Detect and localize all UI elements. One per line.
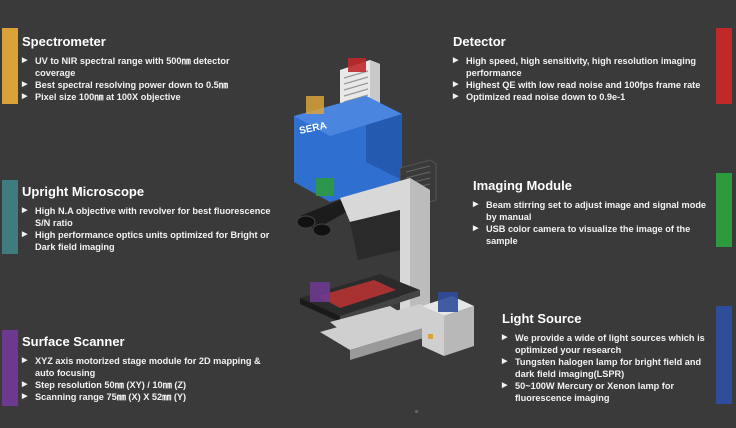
eyepieces — [296, 200, 350, 237]
upright-item: High performance optics units optimized … — [22, 229, 277, 253]
upright-title: Upright Microscope — [22, 184, 145, 199]
scanner-item: Step resolution 50㎚ (XY) / 10㎚ (Z) — [22, 379, 262, 391]
detector-color-bar — [716, 28, 732, 104]
detector-title: Detector — [453, 34, 506, 49]
detector-item: Optimized read noise down to 0.9e-1 — [453, 91, 711, 103]
upright-section: Upright Microscope High N.A objective wi… — [22, 184, 277, 253]
imaging-section: Imaging Module Beam stirring set to adju… — [473, 178, 713, 247]
detector-section: Detector High speed, high sensitivity, h… — [453, 34, 711, 103]
spectrometer-item: Pixel size 100㎚ at 100X objective — [22, 91, 247, 103]
scanner-item: Scanning range 75㎜ (X) X 52㎜ (Y) — [22, 391, 262, 403]
light-item: We provide a wide of light sources which… — [502, 332, 712, 356]
microscope-illustration: SERA — [294, 58, 450, 360]
instrument-body: SERA — [294, 96, 402, 202]
spectrometer-section: Spectrometer UV to NIR spectral range wi… — [22, 34, 247, 103]
imaging-item: Beam stirring set to adjust image and si… — [473, 199, 713, 223]
imaging-color-bar — [716, 173, 732, 247]
decorative-dot — [415, 410, 418, 413]
detector-item: Highest QE with low read noise and 100fp… — [453, 79, 711, 91]
light-section: Light Source We provide a wide of light … — [502, 311, 712, 404]
spectrometer-item: Best spectral resolving power down to 0.… — [22, 79, 247, 91]
scanner-color-bar — [2, 330, 18, 406]
light-item: 50~100W Mercury or Xenon lamp for fluore… — [502, 380, 712, 404]
detector-item: High speed, high sensitivity, high resol… — [453, 55, 711, 79]
light-color-bar — [716, 306, 732, 404]
scanner-section: Surface Scanner XYZ axis motorized stage… — [22, 334, 262, 403]
upright-color-bar — [2, 180, 18, 254]
imaging-title: Imaging Module — [473, 178, 572, 193]
scanner-item: XYZ axis motorized stage module for 2D m… — [22, 355, 262, 379]
sample-stage — [300, 274, 420, 330]
upright-item: High N.A objective with revolver for bes… — [22, 205, 277, 229]
light-source-unit — [422, 292, 474, 356]
spectrometer-color-bar — [2, 28, 18, 104]
spectrometer-title: Spectrometer — [22, 34, 106, 49]
scanner-title: Surface Scanner — [22, 334, 125, 349]
light-title: Light Source — [502, 311, 582, 326]
imaging-item: USB color camera to visualize the image … — [473, 223, 713, 247]
light-item: Tungsten halogen lamp for bright field a… — [502, 356, 712, 380]
spectrometer-item: UV to NIR spectral range with 500㎚ detec… — [22, 55, 247, 79]
